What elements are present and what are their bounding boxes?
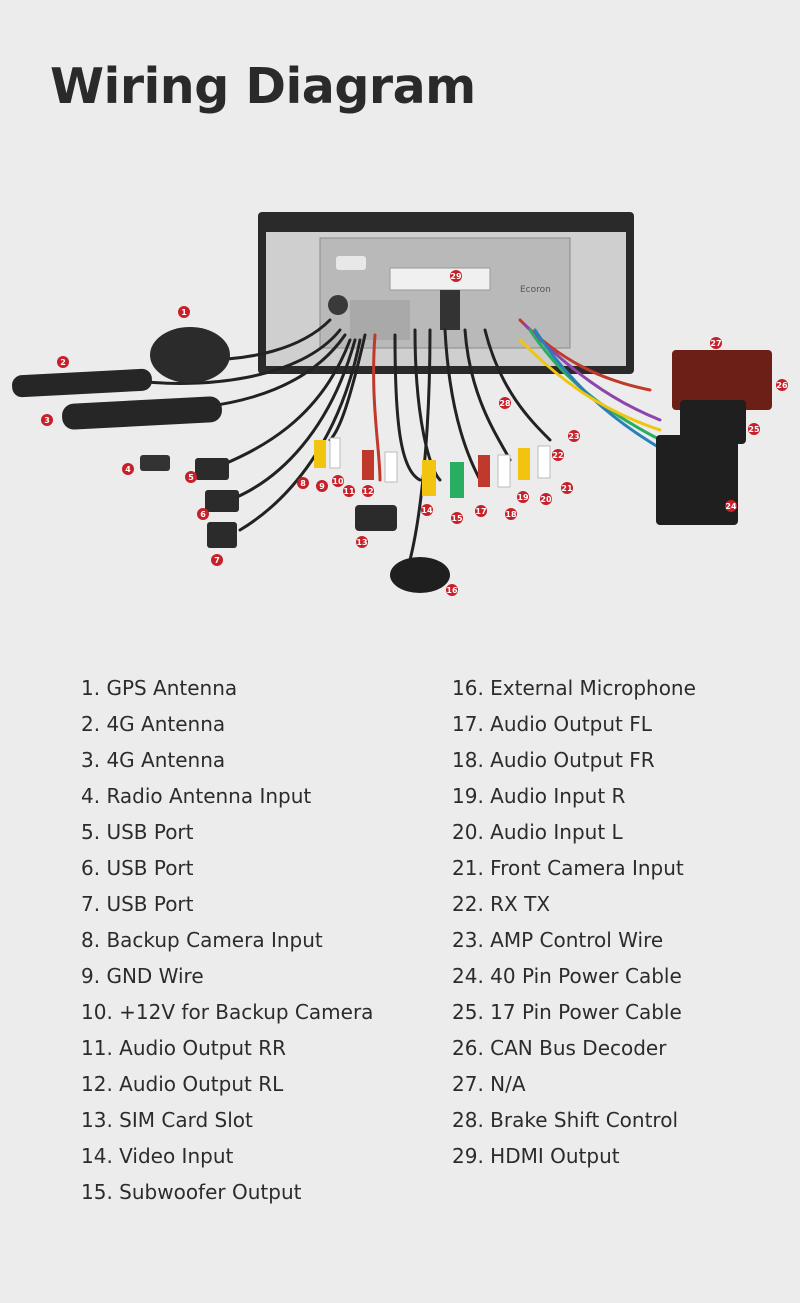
svg-text:3: 3 bbox=[44, 416, 50, 425]
legend-item: 25. 17 Pin Power Cable bbox=[452, 1000, 682, 1024]
callout-1: 1 bbox=[178, 306, 190, 318]
legend-item: 11. Audio Output RR bbox=[81, 1036, 286, 1060]
callout-16: 16 bbox=[446, 584, 458, 596]
callout-19: 19 bbox=[517, 491, 529, 503]
legend-item: 22. RX TX bbox=[452, 892, 551, 916]
svg-text:16: 16 bbox=[446, 586, 458, 595]
svg-text:11: 11 bbox=[343, 487, 355, 496]
legend-item: 21. Front Camera Input bbox=[452, 856, 684, 880]
svg-text:5: 5 bbox=[188, 473, 194, 482]
legend-item: 7. USB Port bbox=[81, 892, 194, 916]
callout-28: 28 bbox=[499, 397, 511, 409]
page-title: Wiring Diagram bbox=[50, 58, 476, 115]
svg-text:25: 25 bbox=[748, 425, 760, 434]
legend-right: 16. External Microphone 17. Audio Output… bbox=[452, 670, 696, 1174]
legend-item: 1. GPS Antenna bbox=[81, 676, 238, 700]
svg-text:15: 15 bbox=[451, 514, 463, 523]
svg-text:19: 19 bbox=[517, 493, 529, 502]
callout-26: 26 bbox=[776, 379, 788, 391]
legend-item: 26. CAN Bus Decoder bbox=[452, 1036, 667, 1060]
callout-29: 29 bbox=[450, 270, 462, 282]
callout-15: 15 bbox=[451, 512, 463, 524]
legend-item: 5. USB Port bbox=[81, 820, 194, 844]
legend-item: 19. Audio Input R bbox=[452, 784, 626, 808]
brand-label: Ecoron bbox=[520, 285, 551, 295]
legend-item: 2. 4G Antenna bbox=[81, 712, 226, 736]
legend-left: 1. GPS Antenna 2. 4G Antenna 3. 4G Anten… bbox=[81, 670, 373, 1210]
legend-item: 17. Audio Output FL bbox=[452, 712, 652, 736]
svg-text:20: 20 bbox=[540, 495, 552, 504]
svg-text:17: 17 bbox=[475, 507, 486, 516]
head-unit: Ecoron bbox=[258, 212, 634, 374]
callout-22: 22 bbox=[552, 449, 564, 461]
svg-text:12: 12 bbox=[362, 487, 373, 496]
callout-6: 6 bbox=[197, 508, 209, 520]
legend-item: 28. Brake Shift Control bbox=[452, 1108, 679, 1132]
legend-item: 16. External Microphone bbox=[452, 676, 696, 700]
legend-item: 3. 4G Antenna bbox=[81, 748, 226, 772]
legend-item: 23. AMP Control Wire bbox=[452, 928, 664, 952]
legend-item: 8. Backup Camera Input bbox=[81, 928, 323, 952]
callout-4: 4 bbox=[122, 463, 134, 475]
callout-20: 20 bbox=[540, 493, 552, 505]
legend-item: 12. Audio Output RL bbox=[81, 1072, 284, 1096]
svg-text:22: 22 bbox=[552, 451, 563, 460]
legend-item: 6. USB Port bbox=[81, 856, 194, 880]
callout-24: 24 bbox=[725, 500, 737, 512]
legend-item: 27. N/A bbox=[452, 1072, 526, 1096]
callout-badges: 1 2 3 4 5 6 7 8 9 10 11 12 13 14 15 16 1… bbox=[41, 270, 788, 596]
svg-text:14: 14 bbox=[421, 506, 433, 515]
svg-text:10: 10 bbox=[332, 477, 344, 486]
svg-text:2: 2 bbox=[60, 358, 66, 367]
legend-item: 29. HDMI Output bbox=[452, 1144, 620, 1168]
svg-text:18: 18 bbox=[505, 510, 517, 519]
legend-item: 10. +12V for Backup Camera bbox=[81, 1000, 374, 1024]
svg-text:24: 24 bbox=[725, 502, 737, 511]
callout-7: 7 bbox=[211, 554, 223, 566]
legend-item: 13. SIM Card Slot bbox=[81, 1108, 253, 1132]
callout-2: 2 bbox=[57, 356, 69, 368]
callout-10: 10 bbox=[332, 475, 344, 487]
legend-item: 14. Video Input bbox=[81, 1144, 234, 1168]
power-connectors bbox=[656, 350, 772, 525]
legend-item: 20. Audio Input L bbox=[452, 820, 623, 844]
callout-25: 25 bbox=[748, 423, 760, 435]
callout-14: 14 bbox=[421, 504, 433, 516]
callout-9: 9 bbox=[316, 480, 328, 492]
legend-item: 24. 40 Pin Power Cable bbox=[452, 964, 682, 988]
legend-item: 15. Subwoofer Output bbox=[81, 1180, 302, 1204]
callout-27: 27 bbox=[710, 337, 722, 349]
callout-11: 11 bbox=[343, 485, 355, 497]
svg-text:6: 6 bbox=[200, 510, 206, 519]
svg-text:7: 7 bbox=[214, 556, 220, 565]
callout-13: 13 bbox=[356, 536, 368, 548]
svg-text:8: 8 bbox=[300, 479, 306, 488]
svg-text:27: 27 bbox=[710, 339, 721, 348]
callout-21: 21 bbox=[561, 482, 573, 494]
svg-text:29: 29 bbox=[450, 272, 462, 281]
legend-item: 18. Audio Output FR bbox=[452, 748, 655, 772]
legend-item: 9. GND Wire bbox=[81, 964, 204, 988]
callout-18: 18 bbox=[505, 508, 517, 520]
callout-23: 23 bbox=[568, 430, 580, 442]
rca-connectors bbox=[314, 437, 551, 593]
svg-text:21: 21 bbox=[561, 484, 573, 493]
callout-8: 8 bbox=[297, 477, 309, 489]
antenna-group bbox=[12, 327, 239, 548]
svg-text:1: 1 bbox=[181, 308, 187, 317]
callout-17: 17 bbox=[475, 505, 487, 517]
svg-text:23: 23 bbox=[568, 432, 579, 441]
legend-item: 4. Radio Antenna Input bbox=[81, 784, 312, 808]
callout-3: 3 bbox=[41, 414, 53, 426]
svg-text:26: 26 bbox=[776, 381, 788, 390]
wire-bundle bbox=[128, 318, 702, 562]
svg-text:28: 28 bbox=[499, 399, 511, 408]
callout-12: 12 bbox=[362, 485, 374, 497]
svg-text:9: 9 bbox=[319, 482, 325, 491]
product-wiring-photo: Ecoron bbox=[12, 212, 788, 596]
svg-text:13: 13 bbox=[356, 538, 367, 547]
callout-5: 5 bbox=[185, 471, 197, 483]
svg-text:4: 4 bbox=[125, 465, 131, 474]
